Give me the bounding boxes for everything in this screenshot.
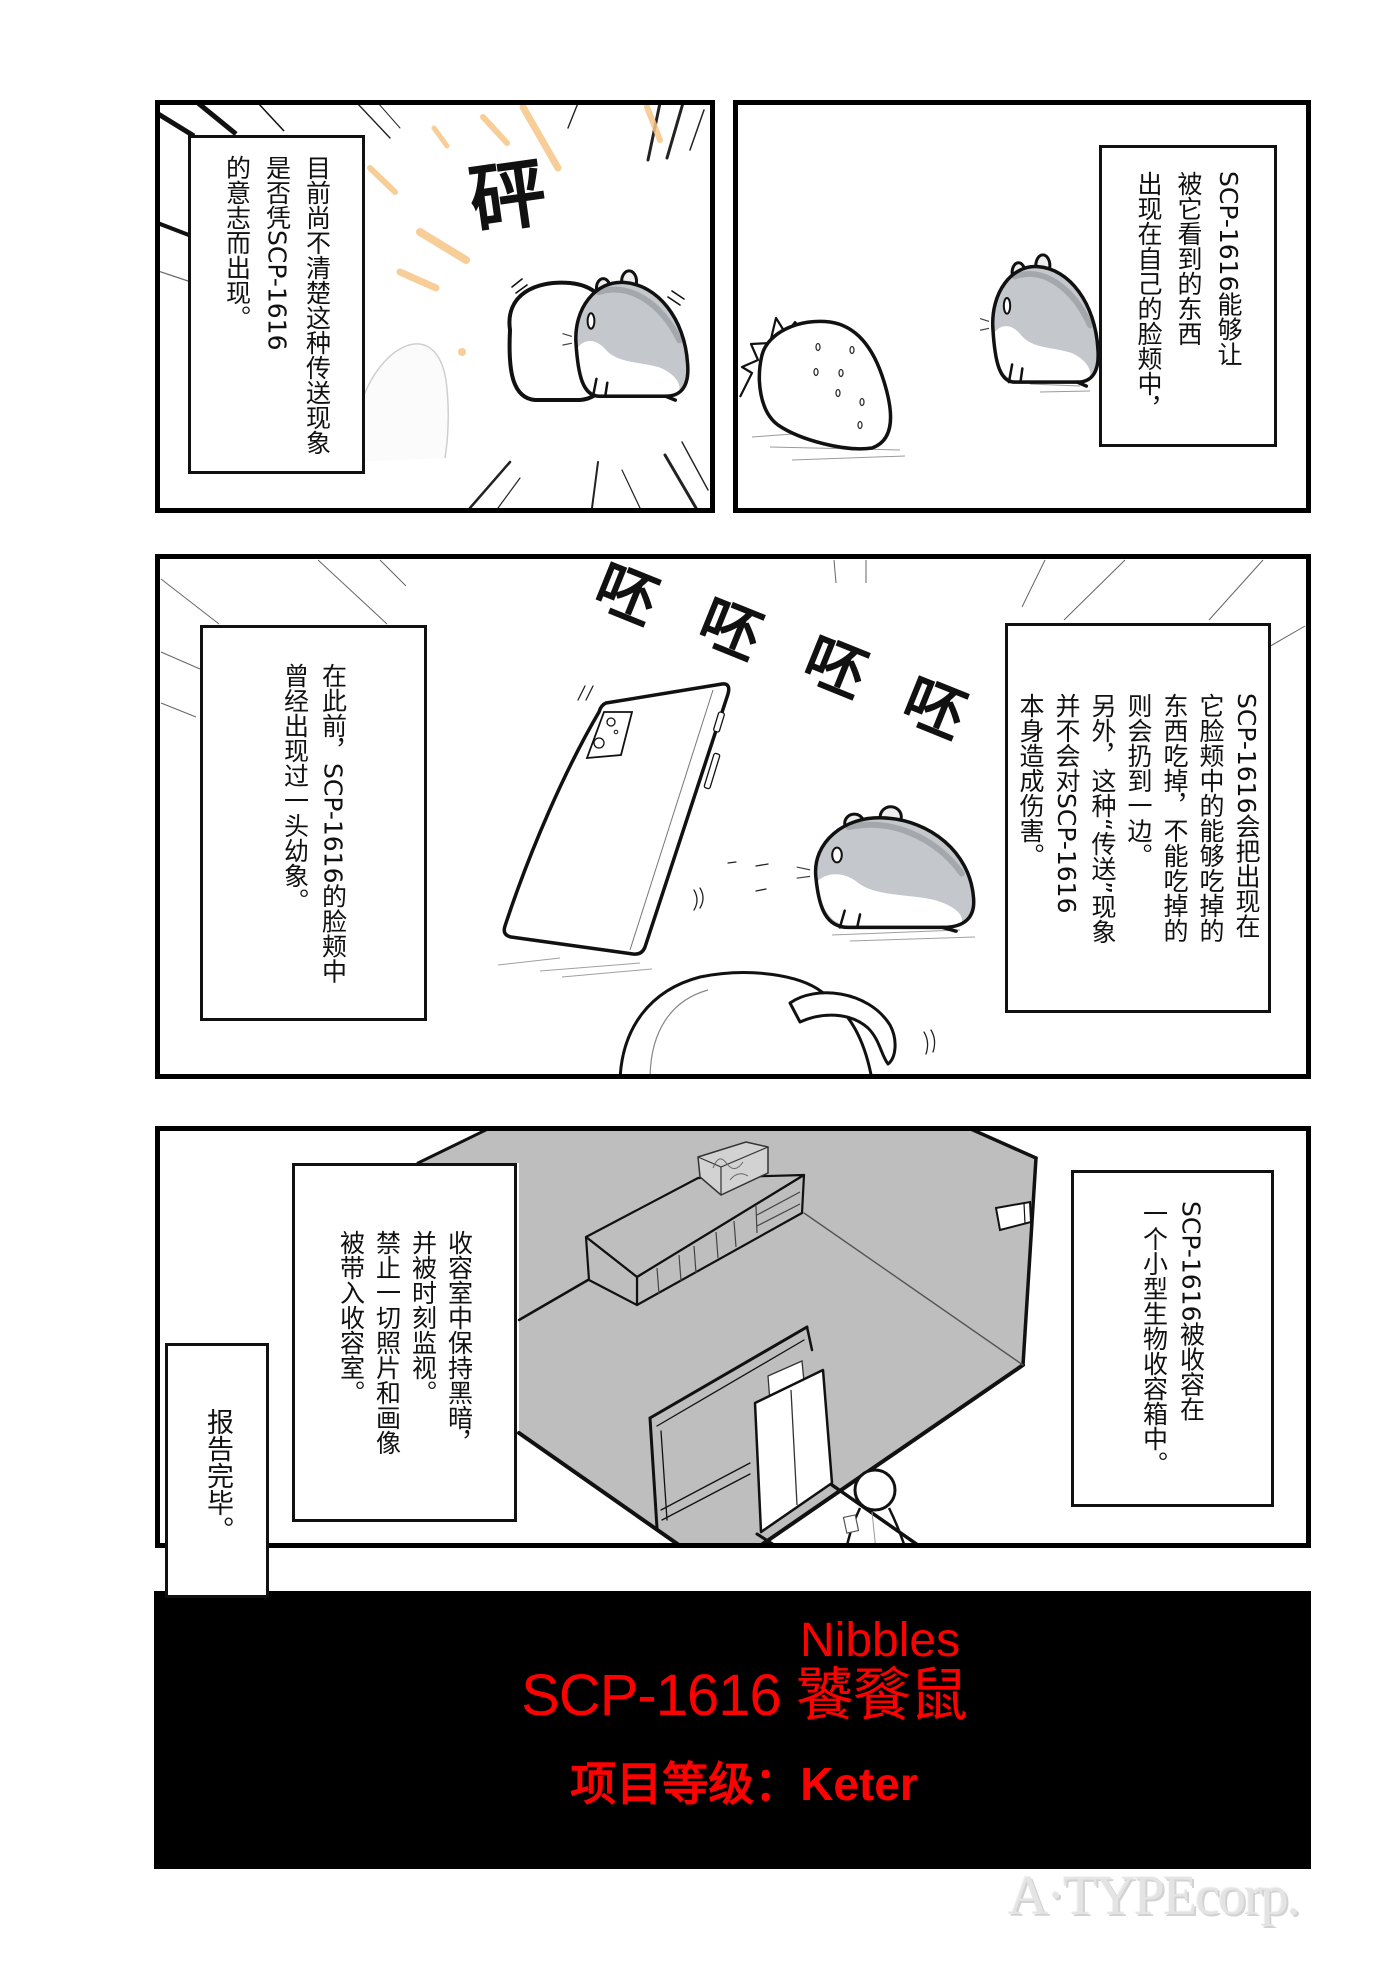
sfx-bang: 砰 <box>464 147 552 246</box>
containment-room <box>416 1131 1038 1543</box>
caption-line: 被带入收容室。 <box>336 1230 366 1405</box>
caption-line: 东西吃掉，不能吃掉的 <box>1160 692 1189 943</box>
strawberry <box>739 316 893 451</box>
caption-line: SCP-1616能够让 <box>1214 171 1243 367</box>
panel-4-illustration <box>416 1131 1038 1543</box>
caption-line: SCP-1616被收容在 <box>1176 1201 1206 1422</box>
scp-title: SCP-1616 饕餮鼠 <box>521 1663 968 1728</box>
caption-line: 本身造成伤害。 <box>1016 692 1045 868</box>
closing-caption-box: 报告完毕。 <box>165 1343 269 1598</box>
wall-frame <box>648 1325 814 1530</box>
motion-marks <box>511 278 685 306</box>
closing-caption-line: 报告完毕。 <box>202 1408 233 1543</box>
perspective-lines <box>160 105 285 284</box>
title-banner: Nibbles SCP-1616 饕餮鼠 项目等级：Keter <box>154 1591 1311 1869</box>
caption-line: 被它看到的东西 <box>1174 171 1203 346</box>
security-camera <box>994 1200 1033 1232</box>
hamster <box>797 807 974 931</box>
caption-line: 它脸颊中的能够吃掉的 <box>1196 692 1225 943</box>
panel-4: 收容室中保持黑暗， 并被时刻监视。 禁止一切照片和画像 被带入收容室。 SCP-… <box>155 1126 1311 1548</box>
speed-lines <box>357 105 709 508</box>
caption-line: 的意志而出现。 <box>222 154 252 330</box>
camera-module <box>585 711 634 760</box>
caption-line: 禁止一切照片和画像 <box>372 1230 402 1455</box>
panel-2-illustration <box>739 105 1306 461</box>
panel-3-illustration <box>160 559 1306 1074</box>
background-lines <box>160 559 1306 718</box>
caption-box: SCP-1616被收容在 一个小型生物收容箱中。 <box>1071 1170 1274 1507</box>
ground-lines <box>497 929 976 978</box>
panel-2: SCP-1616能够让 被它看到的东西 出现在自己的脸颊中， <box>733 100 1311 513</box>
ghost-silhouette <box>351 343 449 463</box>
caption-text: SCP-1616能够让 被它看到的东西 出现在自己的脸颊中， <box>1128 171 1248 421</box>
panel-1: 砰 目前尚不清楚这种传送现象 是否凭SCP-1616 的意志而出现。 <box>155 100 715 513</box>
caption-line: 并被时刻监视。 <box>408 1230 438 1405</box>
caption-text: SCP-1616会把出现在 它脸颊中的能够吃掉的 东西吃掉，不能吃掉的 则会扔到… <box>1012 693 1264 944</box>
object-class: 项目等级：Keter <box>570 1758 918 1810</box>
caption-line: 一个小型生物收容箱中。 <box>1139 1201 1169 1476</box>
caption-line: 则会扔到一边。 <box>1124 692 1153 868</box>
caption-line: 在此前，SCP-1616的脸颊中 <box>318 662 348 984</box>
closing-caption-text: 报告完毕。 <box>197 1408 237 1543</box>
caption-line: SCP-1616会把出现在 <box>1232 692 1261 939</box>
cabinet <box>584 1173 806 1307</box>
caption-text: 目前尚不清楚这种传送现象 是否凭SCP-1616 的意志而出现。 <box>217 155 337 455</box>
caption-text: SCP-1616被收容在 一个小型生物收容箱中。 <box>1136 1201 1210 1476</box>
caption-line: 是否凭SCP-1616 <box>262 154 292 351</box>
caption-text: 收容室中保持黑暗， 并被时刻监视。 禁止一切照片和画像 被带入收容室。 <box>333 1230 477 1455</box>
strawberry-seeds <box>813 342 865 430</box>
motion-marks <box>577 685 936 1055</box>
researcher <box>842 1468 905 1543</box>
caption-box: SCP-1616能够让 被它看到的东西 出现在自己的脸颊中， <box>1099 145 1277 447</box>
caption-line: 曾经出现过一头幼象。 <box>280 662 310 913</box>
caption-box: SCP-1616会把出现在 它脸颊中的能够吃掉的 东西吃掉，不能吃掉的 则会扔到… <box>1005 623 1271 1013</box>
hamster <box>980 255 1098 386</box>
caption-box: 在此前，SCP-1616的脸颊中 曾经出现过一头幼象。 <box>200 625 427 1021</box>
mug <box>618 971 897 1074</box>
caption-line: 目前尚不清楚这种传送现象 <box>302 154 332 455</box>
panel-1-illustration <box>160 105 709 508</box>
containment-box <box>697 1141 769 1196</box>
caption-line: 出现在自己的脸颊中， <box>1134 171 1163 421</box>
impact-streaks <box>367 105 663 356</box>
english-name: Nibbles <box>800 1614 961 1667</box>
smartphone <box>502 682 731 956</box>
ground-lines <box>751 383 1091 461</box>
caption-box: 收容室中保持黑暗， 并被时刻监视。 禁止一切照片和画像 被带入收容室。 <box>292 1163 517 1522</box>
watermark-logo: A·TYPEcorp. <box>1008 1865 1301 1927</box>
door <box>753 1368 834 1534</box>
caption-line: 收容室中保持黑暗， <box>444 1230 474 1455</box>
caption-box: 目前尚不清楚这种传送现象 是否凭SCP-1616 的意志而出现。 <box>188 135 365 474</box>
caption-line: 另外，这种“传送”现象 <box>1088 692 1117 944</box>
caption-line: 并不会对SCP-1616 <box>1052 692 1081 914</box>
caption-text: 在此前，SCP-1616的脸颊中 曾经出现过一头幼象。 <box>276 663 352 984</box>
panel-3: 呸 呸 呸 呸 在此前，SCP-1616的脸颊中 曾经出现过一头幼象。 SCP-… <box>155 554 1311 1079</box>
